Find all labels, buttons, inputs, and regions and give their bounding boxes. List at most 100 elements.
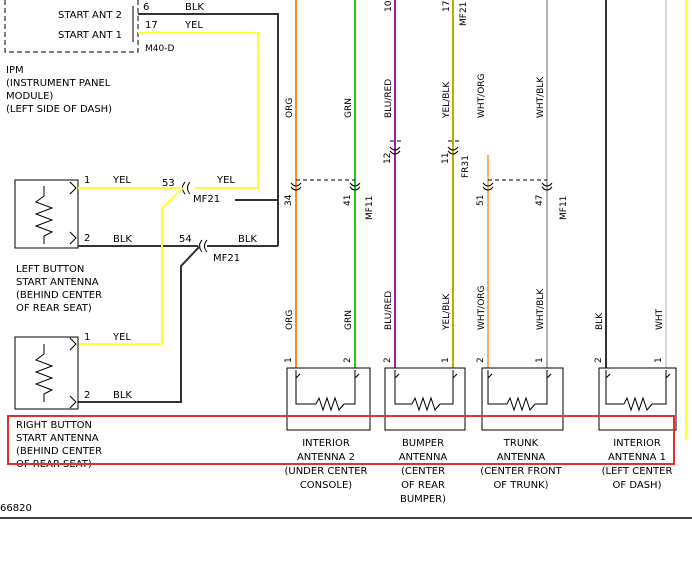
grn-bot-label: GRN	[344, 310, 354, 330]
left-button-label-3: (BEHIND CENTER	[16, 290, 102, 301]
ipm-connector-label: M40-D	[145, 44, 174, 54]
mf21-53-connector	[182, 181, 191, 195]
mf11-label-b: MF11	[559, 196, 569, 220]
ipm-pin-start-ant-2: START ANT 2	[58, 10, 122, 21]
blk-bot-label: BLK	[595, 312, 605, 330]
right-button-label-2: START ANTENNA	[16, 433, 99, 444]
trunk-antenna-box	[481, 367, 564, 431]
right-blk-wire	[78, 245, 201, 403]
whtorg-bot-label: WHT/ORG	[477, 285, 487, 330]
ipm-title-4: (LEFT SIDE OF DASH)	[6, 104, 112, 115]
bumper-label-3: (CENTER	[401, 466, 445, 477]
wht-bot-label: WHT	[655, 308, 665, 330]
left-button-terminal-markers	[69, 181, 77, 245]
ipm-pin-17: 17	[145, 20, 158, 31]
mf21-label-a: MF21	[193, 194, 220, 205]
left-button-pin-1: 1	[84, 175, 90, 186]
ipm-wire-yel-label: YEL	[184, 20, 203, 31]
ant2-pin-2: 2	[343, 357, 353, 363]
top-pin-10: 10	[384, 0, 394, 12]
yel-wire-start-ant-1	[138, 32, 259, 189]
left-blk-label: BLK	[113, 234, 132, 245]
mf21-label-b: MF21	[213, 253, 240, 264]
blured-bot-label: BLU/RED	[384, 291, 394, 330]
bumper-label-2: ANTENNA	[399, 452, 448, 463]
mf21-pin-53: 53	[162, 178, 175, 189]
pin-12: 12	[383, 153, 393, 164]
whtorg-top-label: WHT/ORG	[477, 73, 487, 118]
whtblk-top-label: WHT/BLK	[536, 76, 546, 118]
figure-id: 66820	[0, 503, 32, 514]
interior-antenna-2-box	[286, 367, 371, 431]
mf21-53-yel-label: YEL	[216, 175, 235, 186]
right-button-pin-1: 1	[84, 332, 90, 343]
ant2-label-4: CONSOLE)	[300, 480, 352, 491]
ipm-title-2: (INSTRUMENT PANEL	[6, 78, 111, 89]
bumper-label-4: OF REAR	[401, 480, 445, 491]
org-bot-label: ORG	[285, 310, 295, 330]
bumper-pin-1: 1	[441, 357, 451, 363]
ipm-pin-6: 6	[143, 2, 149, 13]
bumper-antenna-box	[384, 367, 466, 431]
bumper-pin-2: 2	[383, 357, 393, 363]
ant1-pin-1: 1	[654, 357, 664, 363]
top-mf21-label: MF21	[459, 2, 469, 26]
right-button-antenna-box	[14, 336, 79, 410]
trunk-label-3: (CENTER FRONT	[480, 466, 562, 477]
pin-34: 34	[284, 194, 294, 206]
right-yel-label: YEL	[112, 332, 131, 343]
interior-antenna-1-box	[598, 367, 677, 431]
left-button-label-1: LEFT BUTTON	[16, 264, 84, 275]
pin-41: 41	[343, 195, 353, 206]
blk-wire-start-ant-2	[138, 13, 279, 201]
trunk-label-4: OF TRUNK)	[493, 480, 548, 491]
ipm-title-1: IPM	[6, 65, 24, 76]
top-pin-17: 17	[442, 1, 452, 12]
right-yel-wire	[78, 187, 184, 345]
mf11-label-a: MF11	[365, 196, 375, 220]
right-button-terminal-markers	[69, 337, 77, 409]
ipm-title-3: MODULE)	[6, 91, 53, 102]
bumper-label-1: BUMPER	[402, 438, 444, 449]
ipm-outline	[4, 0, 139, 53]
yelblk-top-label: YEL/BLK	[442, 81, 452, 119]
mf11-connector	[290, 182, 553, 191]
fr31-label: FR31	[461, 155, 471, 178]
right-button-coil	[34, 353, 54, 395]
pin-47: 47	[535, 195, 545, 206]
ant1-label-4: OF DASH)	[613, 480, 662, 491]
fr31-connector	[389, 146, 459, 155]
mf21-pin-54: 54	[179, 234, 192, 245]
pin-11: 11	[441, 153, 451, 164]
right-button-label-3: (BEHIND CENTER	[16, 446, 102, 457]
ant2-pin-1: 1	[284, 357, 294, 363]
ant1-pin-2: 2	[594, 357, 604, 363]
grn-top-label: GRN	[344, 98, 354, 118]
ant2-label-2: ANTENNA 2	[297, 452, 355, 463]
bumper-label-5: BUMPER)	[400, 494, 446, 505]
mf21-54-blk-label: BLK	[238, 234, 257, 245]
pin-51: 51	[476, 195, 486, 206]
trunk-pin-2: 2	[476, 357, 486, 363]
mf21-54-connector	[199, 239, 208, 253]
left-button-antenna-box	[14, 179, 79, 249]
left-button-pin-2: 2	[84, 233, 90, 244]
trunk-pin-1: 1	[535, 357, 545, 363]
ant2-label-3: (UNDER CENTER	[284, 466, 367, 477]
left-button-label-2: START ANTENNA	[16, 277, 99, 288]
org-top-label: ORG	[285, 98, 295, 118]
left-button-label-4: OF REAR SEAT)	[16, 303, 92, 314]
whtblk-bot-label: WHT/BLK	[536, 288, 546, 330]
trunk-label-2: ANTENNA	[497, 452, 546, 463]
ant1-label-2: ANTENNA 1	[608, 452, 666, 463]
left-yel-label: YEL	[112, 175, 131, 186]
ant1-label-3: (LEFT CENTER	[602, 466, 673, 477]
right-button-label-1: RIGHT BUTTON	[16, 420, 92, 431]
left-button-coil	[34, 195, 54, 237]
trunk-label-1: TRUNK	[503, 438, 539, 449]
ipm-wire-blk-label: BLK	[185, 2, 204, 13]
right-blk-label: BLK	[113, 390, 132, 401]
yelblk-bot-label: YEL/BLK	[442, 293, 452, 331]
